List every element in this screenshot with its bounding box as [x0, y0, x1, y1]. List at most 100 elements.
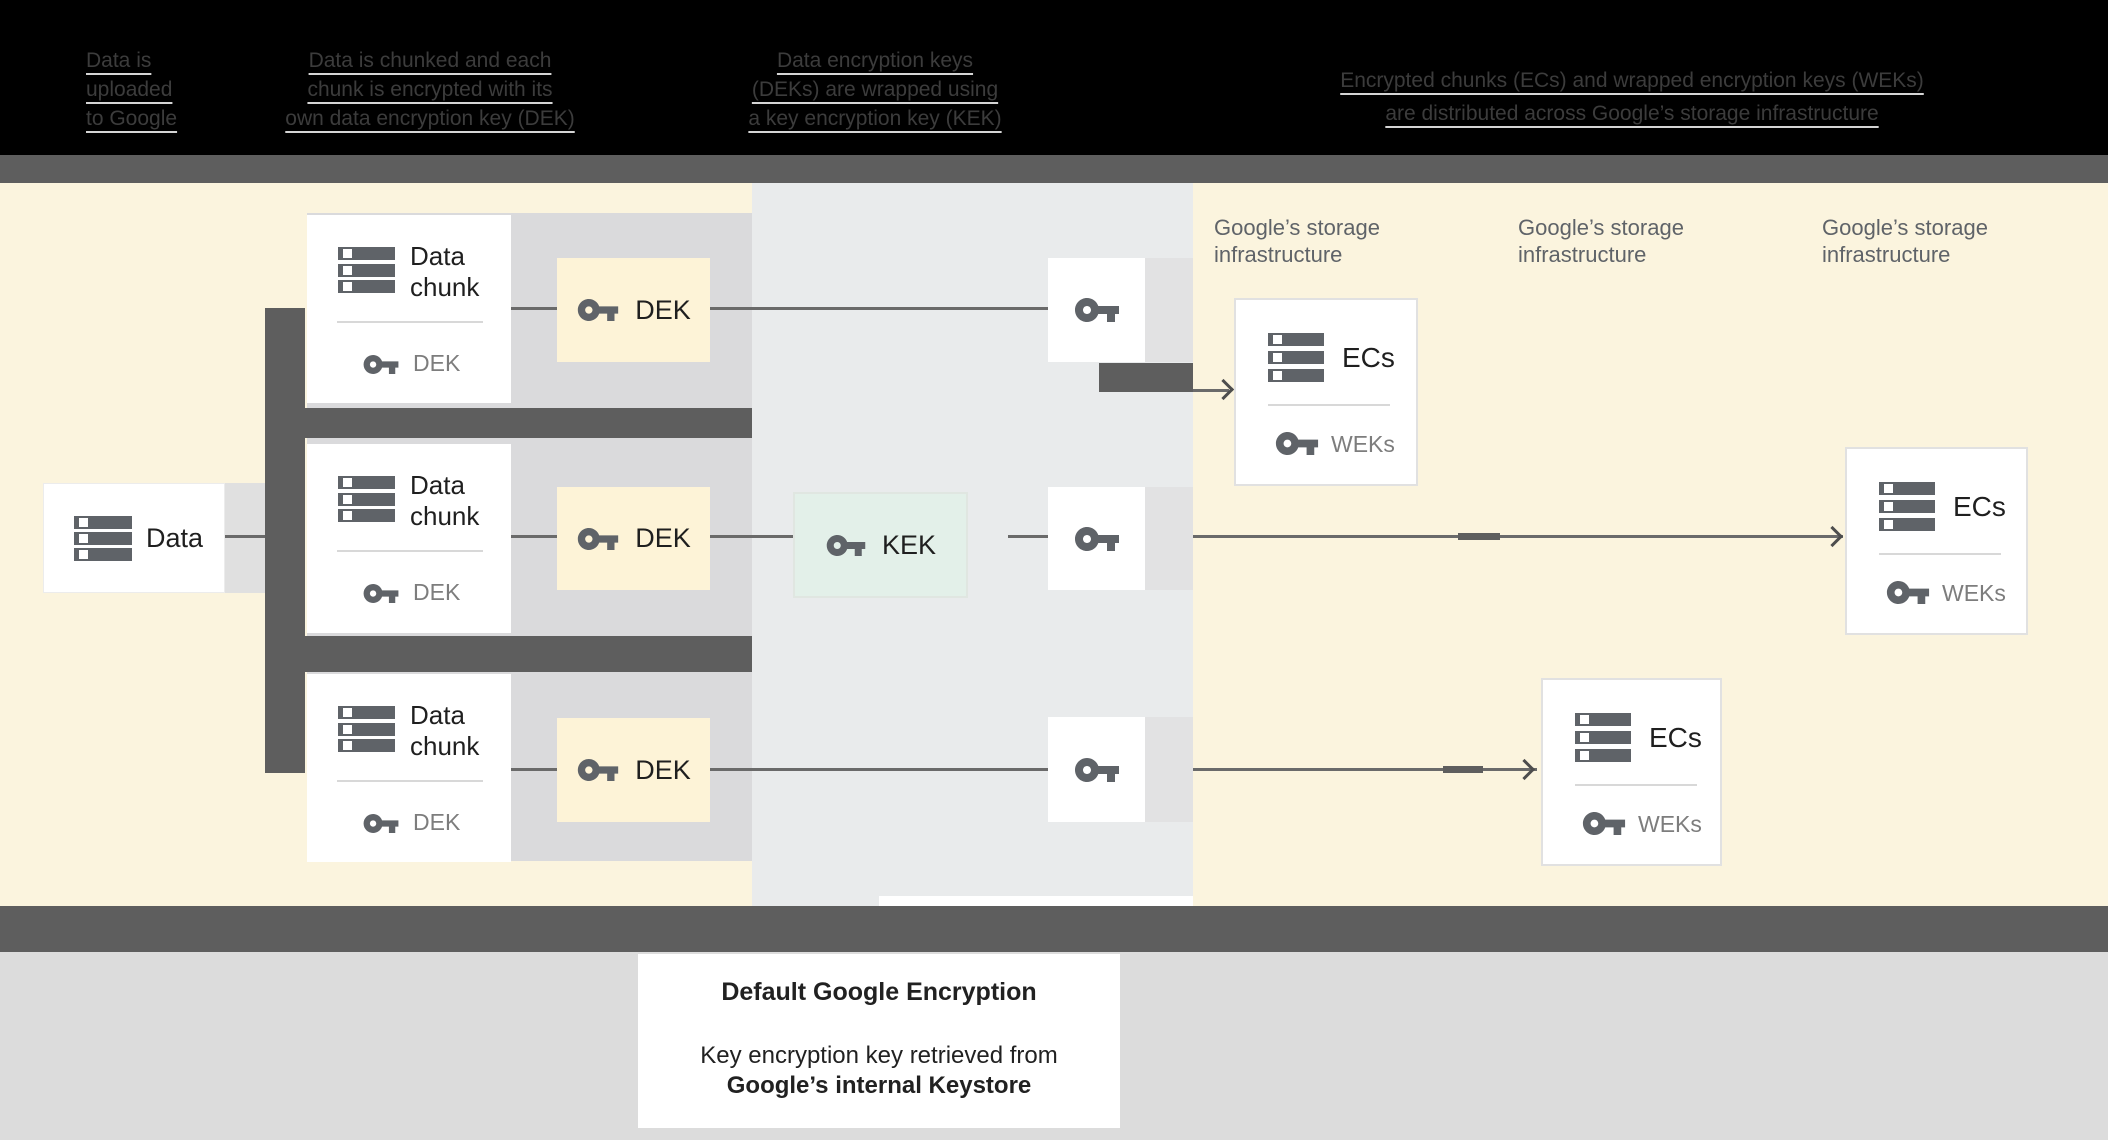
chunk-split-vertical-bar	[265, 308, 305, 773]
connector-line	[511, 768, 557, 771]
key-icon	[363, 355, 399, 374]
key-icon	[363, 814, 399, 833]
step-chunking: Data is chunked and each chunk is encryp…	[255, 46, 605, 133]
data-connector-shadow	[225, 483, 265, 593]
data-chunk-icon	[338, 247, 395, 293]
step-text-line: Data is chunked and each	[308, 49, 552, 72]
data-chunk-label: Data chunk	[410, 700, 480, 761]
arrowhead-row2	[1821, 525, 1844, 548]
dek-box-2: DEK	[557, 487, 710, 590]
divider	[1879, 553, 2001, 555]
step-upload: Data is uploaded to Google	[86, 46, 246, 133]
wrapped-key-block	[1099, 363, 1193, 392]
arrow-line-row2	[1193, 535, 1843, 538]
key-box-shadow	[1145, 258, 1193, 362]
wrap-key-box-2	[1048, 487, 1145, 590]
key-icon	[826, 534, 866, 556]
data-chunk-box-2: Data chunk DEK	[307, 444, 511, 633]
key-icon	[578, 527, 619, 550]
caption-line-1: Key encryption key retrieved from	[700, 1042, 1058, 1069]
arrowhead-row1	[1212, 378, 1235, 401]
connector-line	[511, 535, 557, 538]
key-icon	[363, 584, 399, 603]
data-chunk-box-1: Data chunk DEK	[307, 215, 511, 403]
weks-label: WEKs	[1331, 431, 1395, 457]
step-text-line: are distributed across Google’s storage …	[1385, 102, 1879, 125]
arrow-line-row3	[1193, 768, 1537, 771]
arrowhead-row3	[1513, 758, 1536, 781]
weks-label: WEKs	[1638, 811, 1702, 837]
kek-box-label: KEK	[881, 529, 937, 560]
data-icon	[74, 515, 132, 561]
header-steps: Data is uploaded to Google Data is chunk…	[0, 0, 2108, 155]
ecs-box-1: ECs WEKs	[1234, 298, 1418, 486]
key-icon	[578, 759, 619, 781]
ecs-box-3: ECs WEKs	[1541, 678, 1722, 866]
step-wrapping: Data encryption keys (DEKs) are wrapped …	[715, 46, 1035, 133]
weks-label: WEKs	[1942, 580, 2006, 606]
key-icon	[1074, 757, 1119, 782]
storage-label-3: Google’s storage infrastructure	[1822, 215, 1988, 267]
arrow-thick-segment	[1443, 766, 1483, 773]
step-text-line: a key encryption key (KEK)	[748, 107, 1002, 130]
key-box-shadow	[1145, 487, 1193, 590]
key-icon	[1886, 581, 1930, 604]
row-divider-bar-1	[265, 408, 752, 438]
arrow-line-row1	[1193, 389, 1229, 392]
diagram-canvas: Data Data chunk DEK Data chunk DEK Data	[0, 183, 2108, 906]
step-text-line: Data is	[86, 49, 152, 72]
divider	[337, 321, 483, 323]
key-icon	[1074, 298, 1119, 322]
encrypted-chunks-icon	[1575, 713, 1631, 762]
connector-line	[1008, 535, 1048, 538]
dek-box-label: DEK	[635, 754, 691, 785]
connector-line	[225, 535, 265, 538]
divider	[1575, 784, 1697, 786]
step-text-line: Encrypted chunks (ECs) and wrapped encry…	[1340, 69, 1924, 92]
divider	[337, 780, 483, 782]
step-text-line: uploaded	[86, 78, 173, 101]
key-box-shadow	[1145, 717, 1193, 822]
step-text-line: chunk is encrypted with its	[307, 78, 553, 101]
step-text-line: (DEKs) are wrapped using	[751, 78, 999, 101]
data-chunk-label: Data chunk	[410, 470, 480, 531]
data-chunk-icon	[338, 476, 395, 522]
data-box: Data	[43, 483, 225, 593]
dek-box-label: DEK	[635, 294, 691, 325]
chunk-dek-label: DEK	[413, 579, 461, 605]
ecs-label: ECs	[1953, 491, 2006, 522]
connector-line	[710, 307, 1048, 310]
encrypted-chunks-icon	[1268, 333, 1324, 382]
ecs-label: ECs	[1649, 722, 1702, 753]
key-icon	[1074, 526, 1119, 551]
key-icon	[1582, 812, 1626, 835]
dek-box-label: DEK	[635, 523, 691, 553]
connector-line	[710, 768, 1048, 771]
row-divider-bar-2	[265, 636, 752, 672]
step-text-line: own data encryption key (DEK)	[285, 107, 575, 130]
header-divider-bar	[0, 155, 2108, 183]
cropped-keystore-box-edge	[879, 896, 1193, 906]
bottom-divider-bar	[0, 906, 2108, 952]
step-text-line: to Google	[86, 107, 178, 130]
data-chunk-icon	[338, 706, 395, 752]
key-icon	[578, 299, 619, 321]
ecs-label: ECs	[1342, 342, 1395, 373]
kek-box: KEK	[793, 492, 968, 598]
step-distribution: Encrypted chunks (ECs) and wrapped encry…	[1292, 64, 1972, 130]
storage-label-2: Google’s storage infrastructure	[1518, 215, 1684, 267]
key-icon	[1275, 432, 1319, 455]
caption-box: Default Google Encryption Key encryption…	[638, 954, 1120, 1128]
data-box-label: Data	[146, 522, 204, 553]
divider	[1268, 404, 1390, 406]
encrypted-chunks-icon	[1879, 482, 1935, 531]
caption-line-2: Google’s internal Keystore	[726, 1072, 1032, 1099]
dek-box-3: DEK	[557, 718, 710, 822]
wrap-key-box-3	[1048, 717, 1145, 822]
step-text-line: Data encryption keys	[776, 49, 974, 72]
caption-title: Default Google Encryption	[721, 978, 1037, 1006]
connector-line	[511, 307, 557, 310]
arrow-thick-segment	[1458, 533, 1500, 540]
data-chunk-label: Data chunk	[410, 241, 480, 302]
